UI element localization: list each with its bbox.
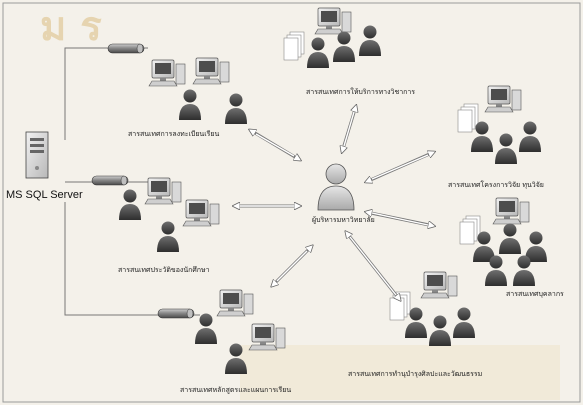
workstation-icon — [182, 199, 220, 227]
workstation-icon — [216, 289, 254, 317]
research-label: สารสนเทศโครงการวิจัย ทุนวิจัย — [448, 180, 544, 189]
network-pipe-icon — [91, 175, 129, 186]
registration-cluster — [148, 57, 247, 124]
workstation-icon — [492, 197, 530, 225]
server-connectors — [64, 47, 200, 316]
user-icon — [499, 223, 521, 254]
user-icon — [195, 313, 217, 344]
workstation-icon — [192, 57, 230, 85]
user-icon — [429, 315, 451, 346]
student-history-label: สารสนเทศประวัติของนักศึกษา — [118, 265, 210, 274]
academic-service-label: สารสนเทศการให้บริการทางวิชาการ — [306, 87, 415, 96]
user-icon — [495, 133, 517, 164]
culture-cluster — [389, 271, 475, 346]
personnel-label: สารสนเทศบุคลากร — [506, 290, 564, 298]
user-icon — [119, 189, 141, 220]
watermark-band — [240, 345, 560, 400]
user-icon — [453, 307, 475, 338]
arrow-highlights — [240, 111, 429, 296]
workstation-icon — [484, 85, 522, 113]
research-cluster — [457, 85, 541, 164]
curriculum-label: สารสนเทศหลักสูตรและแผนการเรียน — [180, 386, 291, 394]
user-icon — [359, 25, 381, 56]
culture-label: สารสนเทศการทำนุบำรุงศิลปะและวัฒนธรรม — [348, 370, 482, 378]
user-icon — [307, 37, 329, 68]
documents-icon — [283, 31, 305, 61]
executive-user-icon — [317, 163, 355, 211]
watermark-text: ม ร — [40, 3, 102, 50]
center-label: ผู้บริหารมหาวิทยาลัย — [312, 216, 375, 224]
registration-label: สารสนเทศการลงทะเบียนเรียน — [128, 130, 219, 138]
user-icon — [333, 31, 355, 62]
workstation-icon — [144, 177, 182, 205]
student-history-cluster — [119, 177, 220, 252]
workstation-icon — [148, 59, 186, 87]
server-label: MS SQL Server — [6, 189, 83, 201]
user-icon — [179, 89, 201, 120]
network-pipe-icon — [157, 308, 195, 319]
network-pipe-icon — [107, 43, 145, 54]
academic-service-cluster — [283, 7, 381, 68]
database-server-icon — [25, 131, 49, 179]
documents-icon — [459, 215, 481, 245]
documents-icon — [389, 291, 411, 321]
user-icon — [157, 221, 179, 252]
personnel-cluster — [459, 197, 547, 286]
workstation-icon — [248, 323, 286, 351]
workstation-icon — [420, 271, 458, 299]
documents-icon — [457, 103, 479, 133]
user-icon — [225, 93, 247, 124]
workstation-icon — [314, 7, 352, 35]
user-icon — [519, 121, 541, 152]
